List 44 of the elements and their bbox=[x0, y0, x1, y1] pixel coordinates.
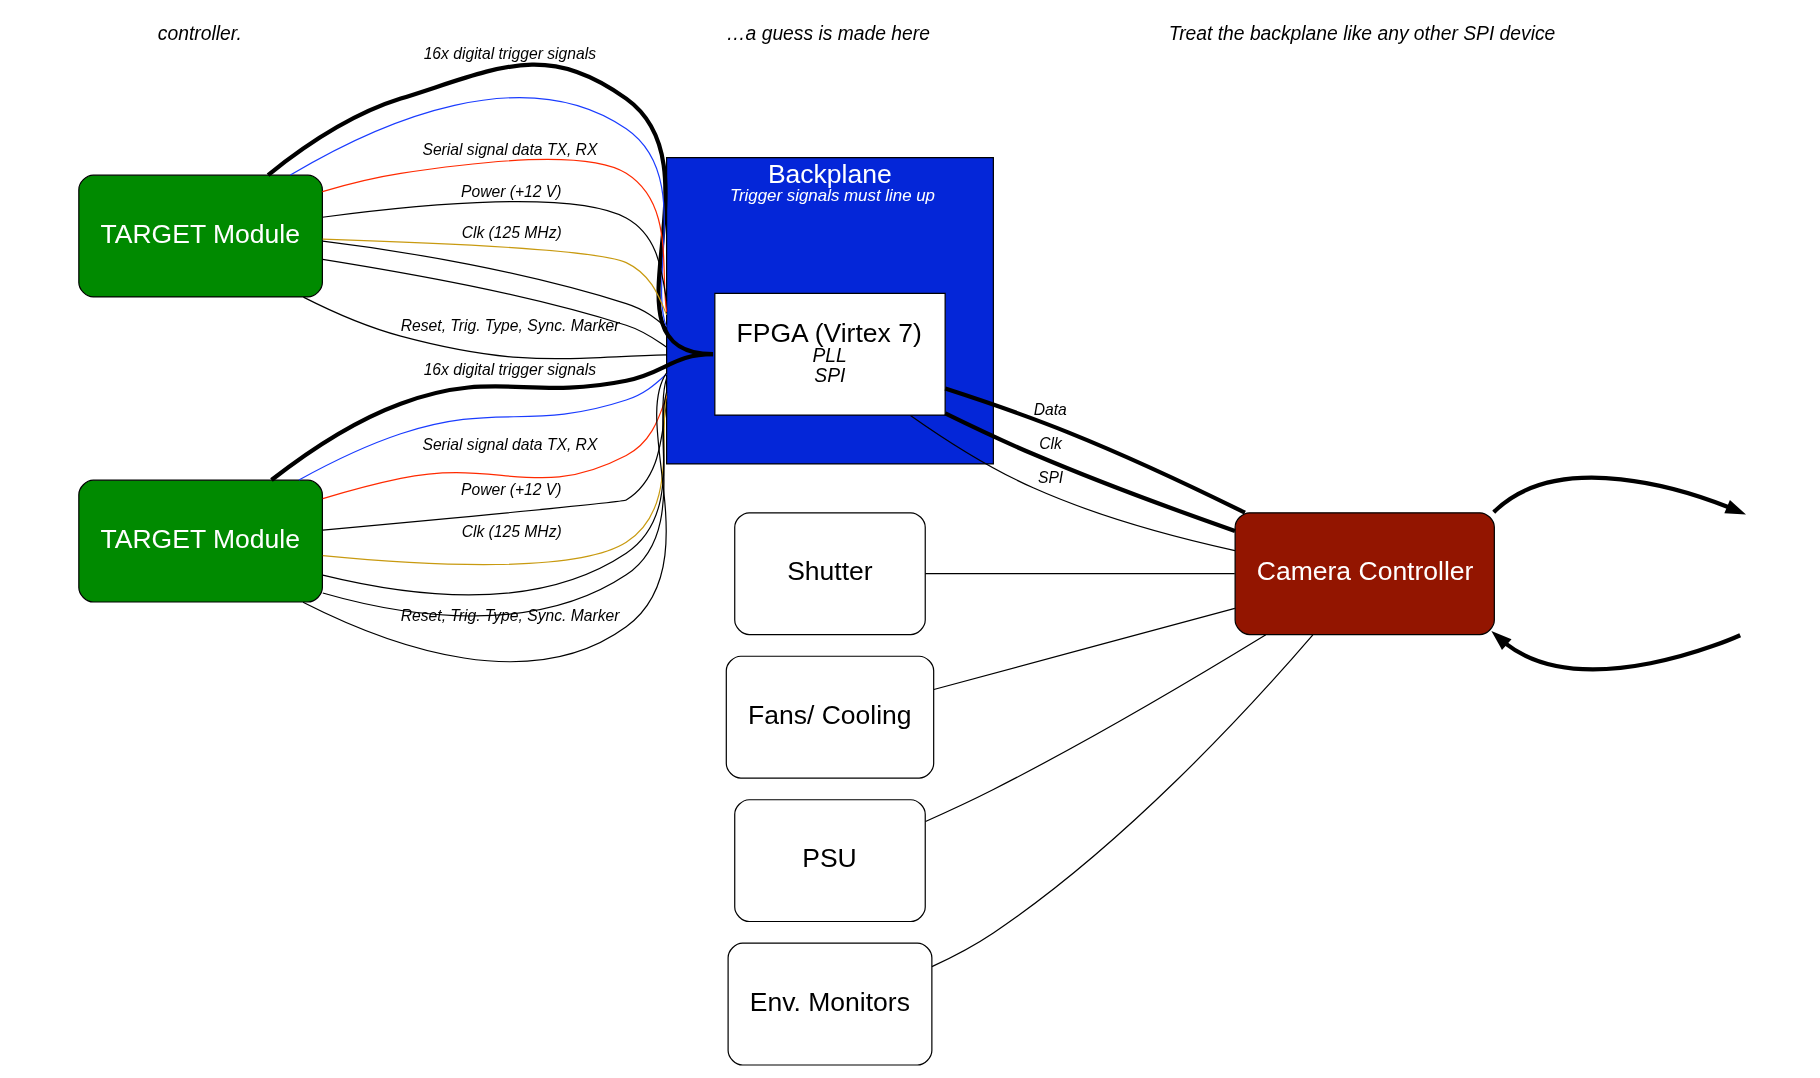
connector bbox=[321, 201, 668, 302]
connector bbox=[270, 352, 714, 482]
connector bbox=[289, 97, 668, 329]
edge-label: Clk bbox=[1039, 434, 1062, 452]
label: Treat the backplane like any other SPI device bbox=[1168, 23, 1556, 45]
connector bbox=[298, 373, 668, 481]
edge-label: Serial signal data TX, RX bbox=[422, 435, 598, 453]
connector bbox=[322, 240, 668, 329]
edge-label: Clk (125 MHz) bbox=[461, 223, 562, 241]
edge-label: Serial signal data TX, RX bbox=[422, 140, 598, 158]
connector bbox=[322, 402, 668, 531]
connector bbox=[322, 238, 668, 316]
node-box: TARGET Module bbox=[78, 479, 323, 603]
label: …a guess is made here bbox=[726, 23, 930, 45]
arrow bbox=[1492, 475, 1746, 515]
connector bbox=[302, 372, 668, 663]
edge-label: Reset, Trig. Type, Sync. Marker bbox=[400, 316, 620, 334]
connector bbox=[322, 258, 668, 348]
connector bbox=[321, 159, 668, 313]
edge-label: Power (+12 V) bbox=[461, 182, 562, 200]
edge-label: Power (+12 V) bbox=[461, 480, 562, 498]
node-box: Env. Monitors bbox=[727, 942, 933, 1066]
edge-label: 16x digital trigger signals bbox=[423, 45, 596, 63]
connector bbox=[302, 296, 668, 360]
connector bbox=[944, 411, 1236, 533]
node-box: FPGA (Virtex 7) PLL SPI bbox=[714, 292, 946, 416]
node-box: TARGET Module bbox=[78, 174, 323, 298]
edge-label: SPI bbox=[1037, 468, 1064, 486]
label: controller. bbox=[157, 23, 242, 45]
arrow bbox=[1491, 630, 1742, 672]
edge-label: Data bbox=[1033, 400, 1067, 418]
connector bbox=[909, 414, 1236, 552]
node-box: Fans/ Cooling bbox=[725, 655, 935, 779]
connector bbox=[924, 634, 1267, 823]
node-box: Camera Controller bbox=[1234, 512, 1495, 636]
connector bbox=[944, 386, 1246, 515]
connector bbox=[933, 607, 1236, 691]
node-box: Shutter bbox=[734, 512, 926, 636]
connector bbox=[931, 634, 1314, 968]
edge-label: Clk (125 MHz) bbox=[461, 522, 562, 540]
connector bbox=[924, 573, 1236, 575]
node-box: PSU bbox=[734, 799, 926, 923]
connector bbox=[322, 392, 668, 566]
edge-label: 16x digital trigger signals bbox=[423, 361, 596, 379]
